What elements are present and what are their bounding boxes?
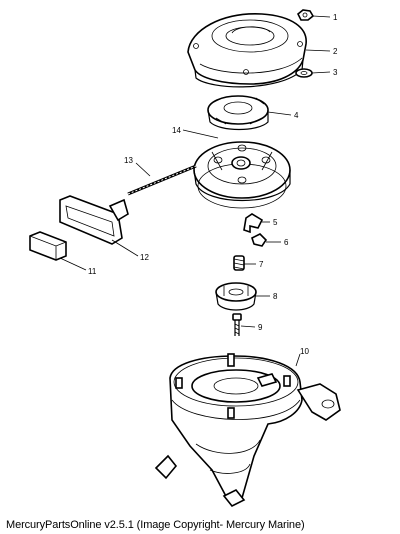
pawl-clip-part: [251, 233, 268, 247]
starter-base-housing-part: [154, 353, 341, 508]
callout-7: 7: [259, 260, 264, 269]
callout-14: 14: [172, 126, 181, 135]
leader-lines: [59, 15, 331, 367]
starter-housing-cover: [187, 13, 307, 88]
callout-11: 11: [88, 267, 97, 276]
image-caption: MercuryPartsOnline v2.5.1 (Image Copyrig…: [6, 519, 305, 531]
callout-1: 1: [333, 13, 338, 22]
bolt-part: [232, 313, 242, 336]
callout-labels: 1 2 3 4 5 6 7 8 9 10 11 12 13 14: [88, 13, 338, 356]
starter-handle-part: [59, 195, 129, 245]
pawl-part: [243, 213, 264, 234]
callout-8: 8: [273, 292, 278, 301]
callout-12: 12: [140, 253, 149, 262]
callout-9: 9: [258, 323, 263, 332]
callout-10: 10: [300, 347, 309, 356]
callout-5: 5: [273, 218, 278, 227]
starter-rope-part: [127, 164, 197, 196]
callout-4: 4: [294, 111, 299, 120]
drive-cup-part: [215, 282, 257, 311]
callout-13: 13: [124, 156, 133, 165]
handle-insert-part: [29, 231, 67, 261]
callout-2: 2: [333, 47, 338, 56]
rope-pulley-part: [193, 141, 291, 209]
washer-part: [295, 68, 313, 78]
spring-housing-part: [207, 95, 269, 131]
callout-6: 6: [284, 238, 289, 247]
coil-spring-part: [233, 255, 245, 271]
nut-part: [296, 9, 315, 21]
callout-3: 3: [333, 68, 338, 77]
